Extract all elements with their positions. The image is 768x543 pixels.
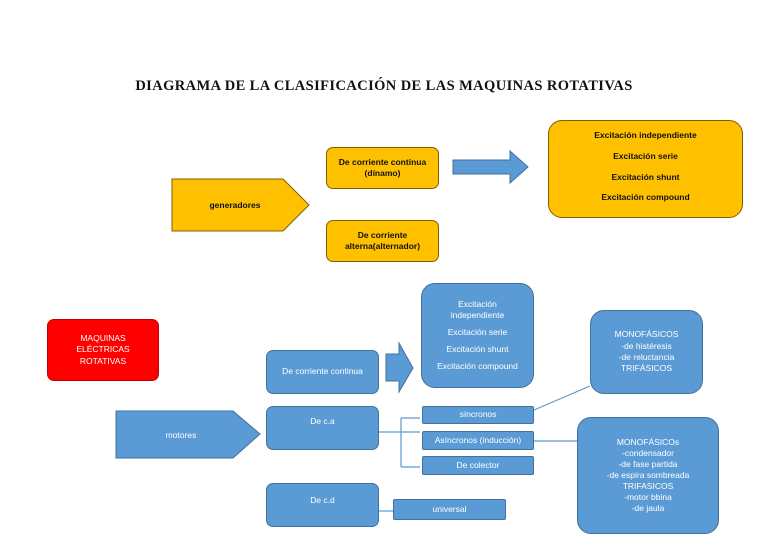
asincronos-detail-item: -de espira sombreada [606, 469, 690, 480]
root-node: MAQUINAS ELÉCTRICAS ROTATIVAS [47, 319, 159, 381]
gen-excitation-item: Excitación compound [601, 192, 690, 203]
ca-type-sincronos: síncronos [422, 406, 534, 424]
motor-ca-node: De c.a [266, 406, 379, 450]
root-line: ROTATIVAS [79, 355, 127, 366]
root-line: MAQUINAS [80, 332, 126, 343]
motor-excitation-node: Excitación independiente Excitación seri… [421, 283, 534, 388]
motores-arrow-shape [115, 410, 261, 459]
motor-excitation-item: Excitación shunt [446, 344, 509, 355]
asincronos-detail-item: TRIFASICOS [622, 481, 674, 492]
sincronos-detail-item: MONOFÁSICOS [614, 329, 679, 340]
motor-cd-node: De c.d [266, 483, 379, 527]
asincronos-detail-item: -motor bbina [624, 492, 672, 503]
motor-excitation-item: Excitación compound [437, 361, 518, 372]
motor-excitation-item: independiente [450, 309, 505, 320]
asincronos-detail-node: MONOFÁSICOs -condensador -de fase partid… [577, 417, 719, 534]
ca-connectors [379, 385, 591, 512]
motor-excitation-arrow [385, 341, 414, 394]
asincronos-detail-item: -de fase partida [618, 458, 678, 469]
sincronos-detail-node: MONOFÁSICOS -de histéresis -de reluctanc… [590, 310, 703, 394]
generadores-label: generadores [209, 200, 261, 210]
gen-excitation-item: Excitación serie [613, 150, 678, 161]
gen-cc-line: De corriente continua [338, 156, 427, 167]
gen-cc-node: De corriente continua (dínamo) [326, 147, 439, 189]
gen-ca-line: De corriente [357, 229, 408, 240]
sincronos-detail-item: -de histéresis [621, 340, 672, 351]
motor-excitation-item: Excitación [458, 298, 497, 309]
page-title: DIAGRAMA DE LA CLASIFICACIÓN DE LAS MAQU… [135, 78, 633, 94]
gen-excitation-node: Excitación independiente Excitación seri… [548, 120, 743, 218]
asincronos-detail-item: -condensador [622, 447, 674, 458]
gen-ca-line: alterna(alternador) [344, 241, 421, 251]
gen-cc-line: (dínamo) [364, 168, 401, 178]
generadores-arrow-shape [171, 178, 310, 232]
gen-excitation-arrow [452, 149, 529, 185]
gen-excitation-item: Excitación shunt [611, 171, 680, 182]
ca-type-asincronos: Asíncronos (inducción) [422, 431, 534, 450]
asincronos-detail-item: MONOFÁSICOs [616, 436, 680, 447]
universal-node: universal [393, 499, 506, 520]
sincronos-detail-item: TRIFÁSICOS [620, 363, 672, 374]
motores-label: motores [165, 429, 197, 440]
motor-excitation-item: Excitación serie [447, 326, 508, 337]
gen-excitation-item: Excitación independiente [594, 130, 697, 140]
sincronos-detail-item: -de reluctancia [618, 352, 675, 362]
asincronos-detail-item: -de jaula [631, 503, 665, 514]
root-line: ELÉCTRICAS [76, 344, 130, 355]
ca-type-colector: De colector [422, 456, 534, 475]
motor-cc-node: De corriente continua [266, 350, 379, 394]
gen-ca-node: De corriente alterna(alternador) [326, 220, 439, 262]
